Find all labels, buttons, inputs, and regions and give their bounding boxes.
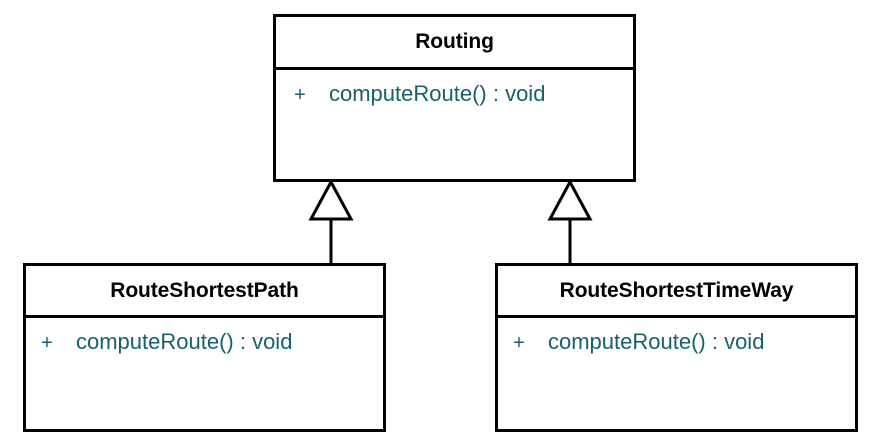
uml-method-row[interactable]: + computeRoute() : void xyxy=(498,329,855,355)
uml-class-routing[interactable]: Routing + computeRoute() : void xyxy=(273,14,636,182)
hollow-triangle-arrowhead-icon xyxy=(547,178,593,221)
generalization-routeshortestpath-to-routing[interactable] xyxy=(300,178,362,265)
uml-method-signature: computeRoute() : void xyxy=(76,329,293,354)
uml-method-signature: computeRoute() : void xyxy=(329,81,546,106)
uml-class-name-routing: Routing xyxy=(415,30,494,53)
uml-class-header-routeshortestpath: RouteShortestPath xyxy=(26,266,383,318)
hollow-triangle-arrowhead-icon xyxy=(308,178,354,221)
uml-method-compartment-routeshortesttimeway: + computeRoute() : void xyxy=(498,318,855,429)
uml-method-compartment-routing: + computeRoute() : void xyxy=(276,70,633,179)
uml-method-compartment-routeshortestpath: + computeRoute() : void xyxy=(26,318,383,429)
uml-class-name-routeshortesttimeway: RouteShortestTimeWay xyxy=(559,278,794,302)
uml-class-routeshortestpath[interactable]: RouteShortestPath + computeRoute() : voi… xyxy=(23,263,386,432)
generalization-routeshortesttimeway-to-routing[interactable] xyxy=(539,178,601,265)
uml-method-row[interactable]: + computeRoute() : void xyxy=(276,81,633,107)
uml-method-row[interactable]: + computeRoute() : void xyxy=(26,329,383,355)
uml-class-routeshortesttimeway[interactable]: RouteShortestTimeWay + computeRoute() : … xyxy=(495,263,858,432)
visibility-marker-public: + xyxy=(513,332,525,354)
uml-class-header-routeshortesttimeway: RouteShortestTimeWay xyxy=(498,266,855,318)
uml-class-header-routing: Routing xyxy=(276,17,633,70)
visibility-marker-public: + xyxy=(294,84,306,106)
visibility-marker-public: + xyxy=(41,332,53,354)
uml-class-name-routeshortestpath: RouteShortestPath xyxy=(110,278,299,302)
uml-method-signature: computeRoute() : void xyxy=(548,329,765,354)
